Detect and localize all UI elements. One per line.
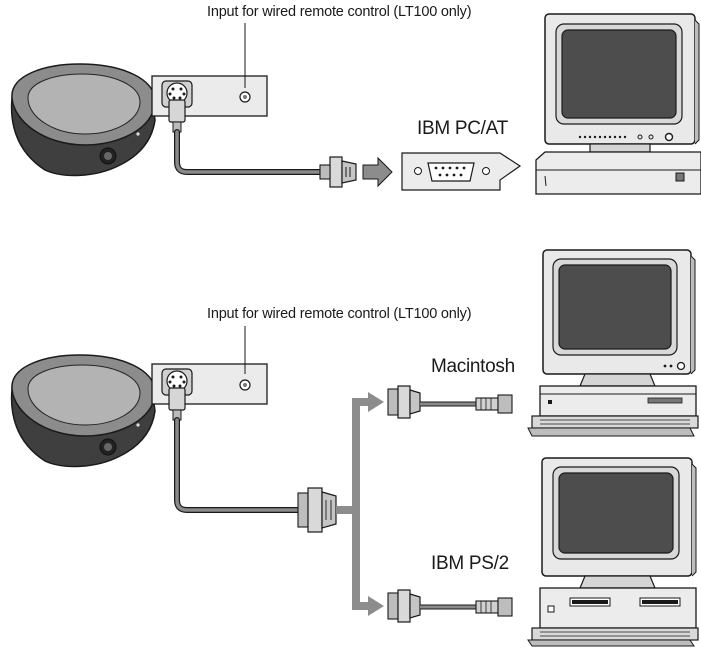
lower-branch-arrow-icon <box>368 596 384 616</box>
macintosh-label: Macintosh <box>431 356 515 377</box>
bottom-receiver-rear-panel <box>151 363 268 421</box>
bottom-cable <box>175 418 302 512</box>
mac-mini-din-plug <box>475 394 513 414</box>
ibm-pc-at-label: IBM PC/AT <box>417 118 508 139</box>
top-dsub-connector <box>319 156 357 188</box>
ps2-monitor <box>541 457 697 589</box>
top-cable-outline <box>174 129 323 175</box>
split-branch-lower <box>352 510 370 610</box>
top-remote-input-label: Input for wired remote control (LT100 on… <box>207 4 472 20</box>
pc-at-system-unit <box>535 151 701 195</box>
pc-serial-port-bracket <box>401 152 522 191</box>
macintosh-monitor <box>542 249 696 387</box>
top-connect-arrow-icon <box>362 156 393 188</box>
split-branch-upper <box>336 398 370 514</box>
ps2-dsub-connector <box>387 589 421 623</box>
bottom-cable-outline <box>174 417 303 513</box>
upper-branch-arrow-icon <box>368 392 384 412</box>
top-cable <box>175 130 322 174</box>
pc-at-monitor <box>544 13 700 153</box>
ibm-ps2-label: IBM PS/2 <box>431 553 509 574</box>
ps2-system-unit <box>527 587 699 647</box>
top-receiver-rear-panel <box>151 75 268 133</box>
macintosh-system-unit <box>527 385 699 437</box>
ps2-mini-din-plug <box>475 597 513 617</box>
bottom-remote-input-label: Input for wired remote control (LT100 on… <box>207 306 472 322</box>
bottom-dsub-adapter <box>297 487 337 533</box>
bottom-receiver-unit <box>10 354 156 468</box>
mac-dsub-connector <box>387 385 421 419</box>
top-receiver-unit <box>10 63 156 177</box>
